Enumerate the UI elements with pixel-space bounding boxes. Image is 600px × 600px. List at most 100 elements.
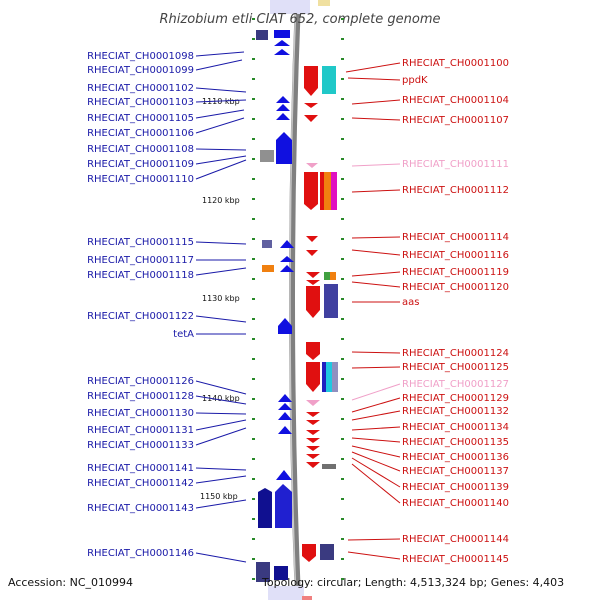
gene-arrow	[306, 250, 318, 256]
gene-arrow	[306, 462, 320, 468]
gene-label-left[interactable]: RHECIAT_CH0001115	[87, 237, 194, 248]
scale-tick	[341, 18, 344, 20]
gene-label-left[interactable]: RHECIAT_CH0001141	[87, 463, 194, 474]
gene-label-right[interactable]: RHECIAT_CH0001100	[402, 58, 509, 69]
gene-feature	[324, 172, 331, 210]
scale-tick	[341, 178, 344, 180]
gene-label-left[interactable]: RHECIAT_CH0001102	[87, 83, 194, 94]
gene-arrow	[276, 470, 292, 480]
gene-label-left[interactable]: tetA	[173, 329, 194, 340]
gene-label-right[interactable]: RHECIAT_CH0001120	[402, 282, 509, 293]
gene-label-left[interactable]: RHECIAT_CH0001130	[87, 408, 194, 419]
gene-label-left[interactable]: RHECIAT_CH0001106	[87, 128, 194, 139]
gene-label-right[interactable]: RHECIAT_CH0001104	[402, 95, 509, 106]
scale-tick	[252, 78, 255, 80]
gene-label-right[interactable]: RHECIAT_CH0001140	[402, 498, 509, 509]
gene-label-left[interactable]: RHECIAT_CH0001131	[87, 425, 194, 436]
scale-tick	[341, 258, 344, 260]
gene-arrow	[306, 280, 320, 285]
scale-tick	[341, 78, 344, 80]
gene-label-right[interactable]: RHECIAT_CH0001135	[402, 437, 509, 448]
scale-tick	[252, 478, 255, 480]
connector-line	[347, 538, 401, 541]
gene-label-right[interactable]: RHECIAT_CH0001116	[402, 250, 509, 261]
scale-tick	[341, 338, 344, 340]
scale-label: 1140 kbp	[202, 394, 240, 403]
gene-label-right[interactable]: RHECIAT_CH0001112	[402, 185, 509, 196]
scale-tick	[252, 398, 255, 400]
gene-feature	[322, 66, 336, 94]
gene-label-right[interactable]: RHECIAT_CH0001136	[402, 452, 509, 463]
gene-label-right[interactable]: RHECIAT_CH0001127	[402, 379, 509, 390]
gene-arrow	[304, 172, 318, 210]
scale-tick	[252, 418, 255, 420]
gene-arrow	[278, 403, 292, 410]
gene-label-right[interactable]: aas	[402, 297, 419, 308]
scale-tick	[252, 498, 255, 500]
gene-feature	[256, 30, 268, 40]
gene-label-right[interactable]: RHECIAT_CH0001119	[402, 267, 509, 278]
left-strand-features	[256, 30, 294, 582]
gene-label-left[interactable]: RHECIAT_CH0001128	[87, 391, 194, 402]
gene-label-right[interactable]: RHECIAT_CH0001111	[402, 159, 509, 170]
gene-label-left[interactable]: RHECIAT_CH0001118	[87, 270, 194, 281]
gene-label-right[interactable]: RHECIAT_CH0001129	[402, 393, 509, 404]
connector-line	[351, 236, 401, 239]
gene-label-right[interactable]: RHECIAT_CH0001114	[402, 232, 509, 243]
gene-arrow	[276, 104, 290, 111]
gene-label-left[interactable]: RHECIAT_CH0001103	[87, 97, 194, 108]
gene-label-left[interactable]: RHECIAT_CH0001099	[87, 65, 194, 76]
gene-label-left[interactable]: RHECIAT_CH0001133	[87, 440, 194, 451]
top-block-lavender	[270, 0, 310, 14]
gene-label-left[interactable]: RHECIAT_CH0001105	[87, 113, 194, 124]
scale-tick	[252, 538, 255, 540]
gene-arrow	[276, 96, 290, 103]
scale-tick	[341, 238, 344, 240]
accession-label: Accession: NC_010994	[8, 576, 133, 589]
gene-label-right[interactable]: RHECIAT_CH0001145	[402, 554, 509, 565]
connector-line	[195, 412, 247, 415]
scale-tick	[341, 418, 344, 420]
gene-label-left[interactable]: RHECIAT_CH0001126	[87, 376, 194, 387]
gene-label-right[interactable]: ppdK	[402, 75, 428, 86]
connector-line	[195, 467, 247, 471]
gene-label-left[interactable]: RHECIAT_CH0001143	[87, 503, 194, 514]
scale-tick	[341, 138, 344, 140]
gene-arrow	[306, 454, 320, 459]
gene-label-right[interactable]: RHECIAT_CH0001107	[402, 115, 509, 126]
gene-label-left[interactable]: RHECIAT_CH0001122	[87, 311, 194, 322]
bottom-block-lavender	[268, 586, 304, 600]
gene-label-left[interactable]: RHECIAT_CH0001098	[87, 51, 194, 62]
gene-arrow	[280, 256, 294, 262]
gene-arrow	[306, 362, 320, 392]
scale-tick	[341, 518, 344, 520]
gene-label-right[interactable]: RHECIAT_CH0001139	[402, 482, 509, 493]
gene-label-left[interactable]: RHECIAT_CH0001110	[87, 174, 194, 185]
gene-label-left[interactable]: RHECIAT_CH0001117	[87, 255, 194, 266]
connector-line	[351, 397, 401, 413]
scale-tick	[252, 558, 255, 560]
gene-label-left[interactable]: RHECIAT_CH0001146	[87, 548, 194, 559]
connector-line	[351, 437, 401, 443]
connector-line	[351, 366, 401, 369]
gene-arrow	[278, 426, 292, 434]
gene-feature	[330, 272, 336, 280]
gene-label-left[interactable]: RHECIAT_CH0001109	[87, 159, 194, 170]
scale-tick	[252, 18, 255, 20]
gene-feature	[332, 362, 338, 392]
gene-label-right[interactable]: RHECIAT_CH0001144	[402, 534, 509, 545]
gene-label-right[interactable]: RHECIAT_CH0001132	[402, 406, 509, 417]
connector-line	[195, 241, 247, 245]
gene-label-left[interactable]: RHECIAT_CH0001142	[87, 478, 194, 489]
connector-line	[351, 426, 401, 431]
scale-tick	[341, 498, 344, 500]
gene-label-left[interactable]: RHECIAT_CH0001108	[87, 144, 194, 155]
scale-tick	[341, 118, 344, 120]
gene-label-right[interactable]: RHECIAT_CH0001137	[402, 466, 509, 477]
scale-tick	[252, 578, 255, 580]
gene-label-right[interactable]: RHECIAT_CH0001134	[402, 422, 509, 433]
gene-label-right[interactable]: RHECIAT_CH0001125	[402, 362, 509, 373]
gene-label-right[interactable]: RHECIAT_CH0001124	[402, 348, 509, 359]
